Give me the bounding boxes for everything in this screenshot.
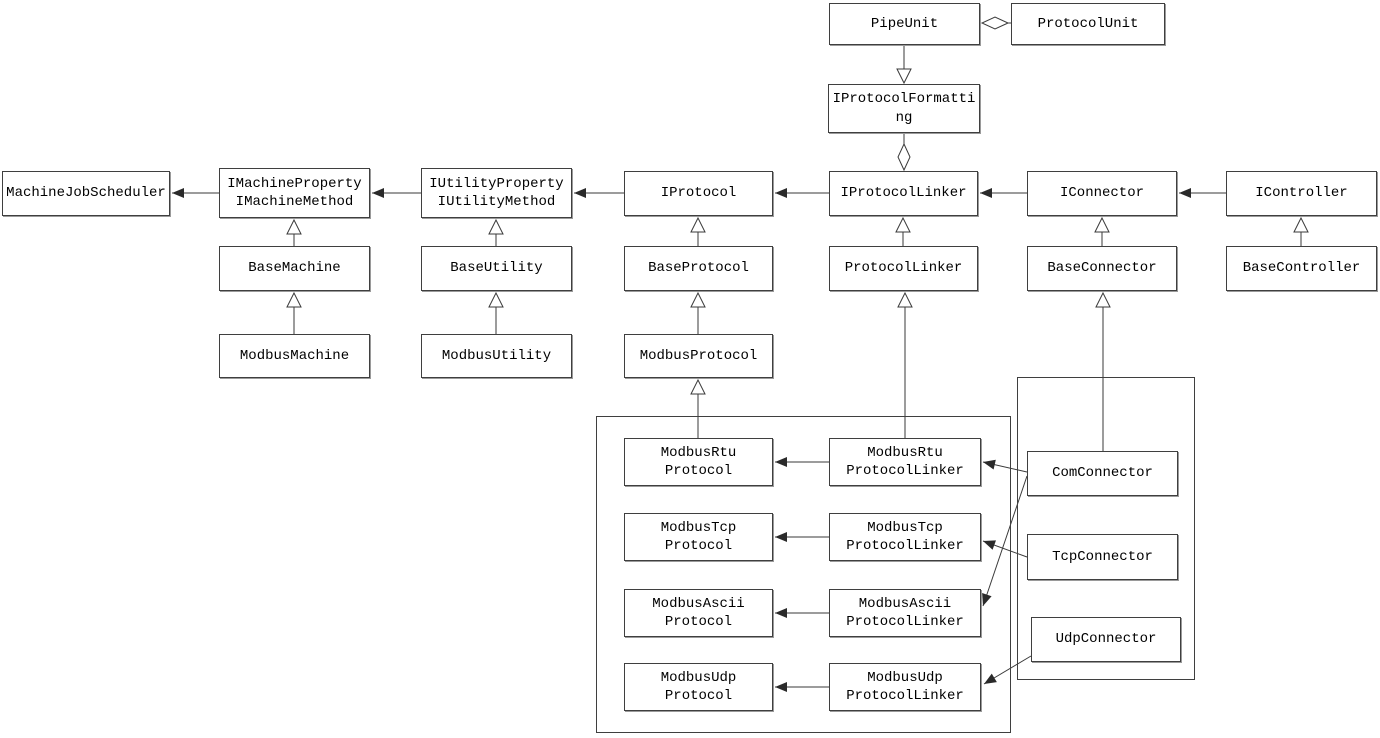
class-modbustcpprotocollinker[interactable]: ModbusTcp ProtocolLinker <box>829 513 981 561</box>
connector-group-frame <box>1017 377 1195 680</box>
class-modbusrtuprotocol[interactable]: ModbusRtu Protocol <box>624 438 773 486</box>
class-tcpconnector[interactable]: TcpConnector <box>1027 534 1178 580</box>
class-protocolunit[interactable]: ProtocolUnit <box>1011 3 1165 45</box>
class-icontroller[interactable]: IController <box>1226 171 1377 216</box>
class-machinejobscheduler[interactable]: MachineJobScheduler <box>2 171 170 216</box>
class-baseutility[interactable]: BaseUtility <box>421 246 572 291</box>
class-protocollinker[interactable]: ProtocolLinker <box>829 246 978 291</box>
class-modbusasciiprotocollinker[interactable]: ModbusAscii ProtocolLinker <box>829 589 981 637</box>
class-udpconnector[interactable]: UdpConnector <box>1031 617 1181 662</box>
class-modbusasciiprotocol[interactable]: ModbusAscii Protocol <box>624 589 773 637</box>
class-basecontroller[interactable]: BaseController <box>1226 246 1377 291</box>
class-iutilityproperty-iutilitymethod[interactable]: IUtilityProperty IUtilityMethod <box>421 168 572 218</box>
class-iprotocollinker[interactable]: IProtocolLinker <box>829 171 978 216</box>
class-iconnector[interactable]: IConnector <box>1027 171 1177 216</box>
class-modbusmachine[interactable]: ModbusMachine <box>219 334 370 378</box>
class-pipeunit[interactable]: PipeUnit <box>829 3 980 45</box>
class-modbusprotocol[interactable]: ModbusProtocol <box>624 334 773 378</box>
class-baseconnector[interactable]: BaseConnector <box>1027 246 1177 291</box>
class-modbusudpprotocol[interactable]: ModbusUdp Protocol <box>624 663 773 711</box>
edge-comconnector-to-asciilinker <box>982 475 1028 607</box>
modbus-protocol-group-frame <box>596 416 1011 733</box>
edge-udpconnector-to-udplinker <box>983 655 1032 685</box>
class-baseprotocol[interactable]: BaseProtocol <box>624 246 773 291</box>
class-modbusutility[interactable]: ModbusUtility <box>421 334 572 378</box>
class-modbusudpprotocollinker[interactable]: ModbusUdp ProtocolLinker <box>829 663 981 711</box>
class-modbusrtuprotocollinker[interactable]: ModbusRtu ProtocolLinker <box>829 438 981 486</box>
class-basemachine[interactable]: BaseMachine <box>219 246 370 291</box>
class-comconnector[interactable]: ComConnector <box>1027 451 1178 496</box>
class-imachineproperty-imachinemethod[interactable]: IMachineProperty IMachineMethod <box>219 168 370 218</box>
edge-tcpconnector-to-tcplinker <box>982 540 1028 558</box>
class-iprotocol[interactable]: IProtocol <box>624 171 773 216</box>
edge-comconnector-to-rtulinker <box>982 459 1028 473</box>
class-modbustcpprotocol[interactable]: ModbusTcp Protocol <box>624 513 773 561</box>
class-iprotocolformatting[interactable]: IProtocolFormatting <box>828 84 980 133</box>
